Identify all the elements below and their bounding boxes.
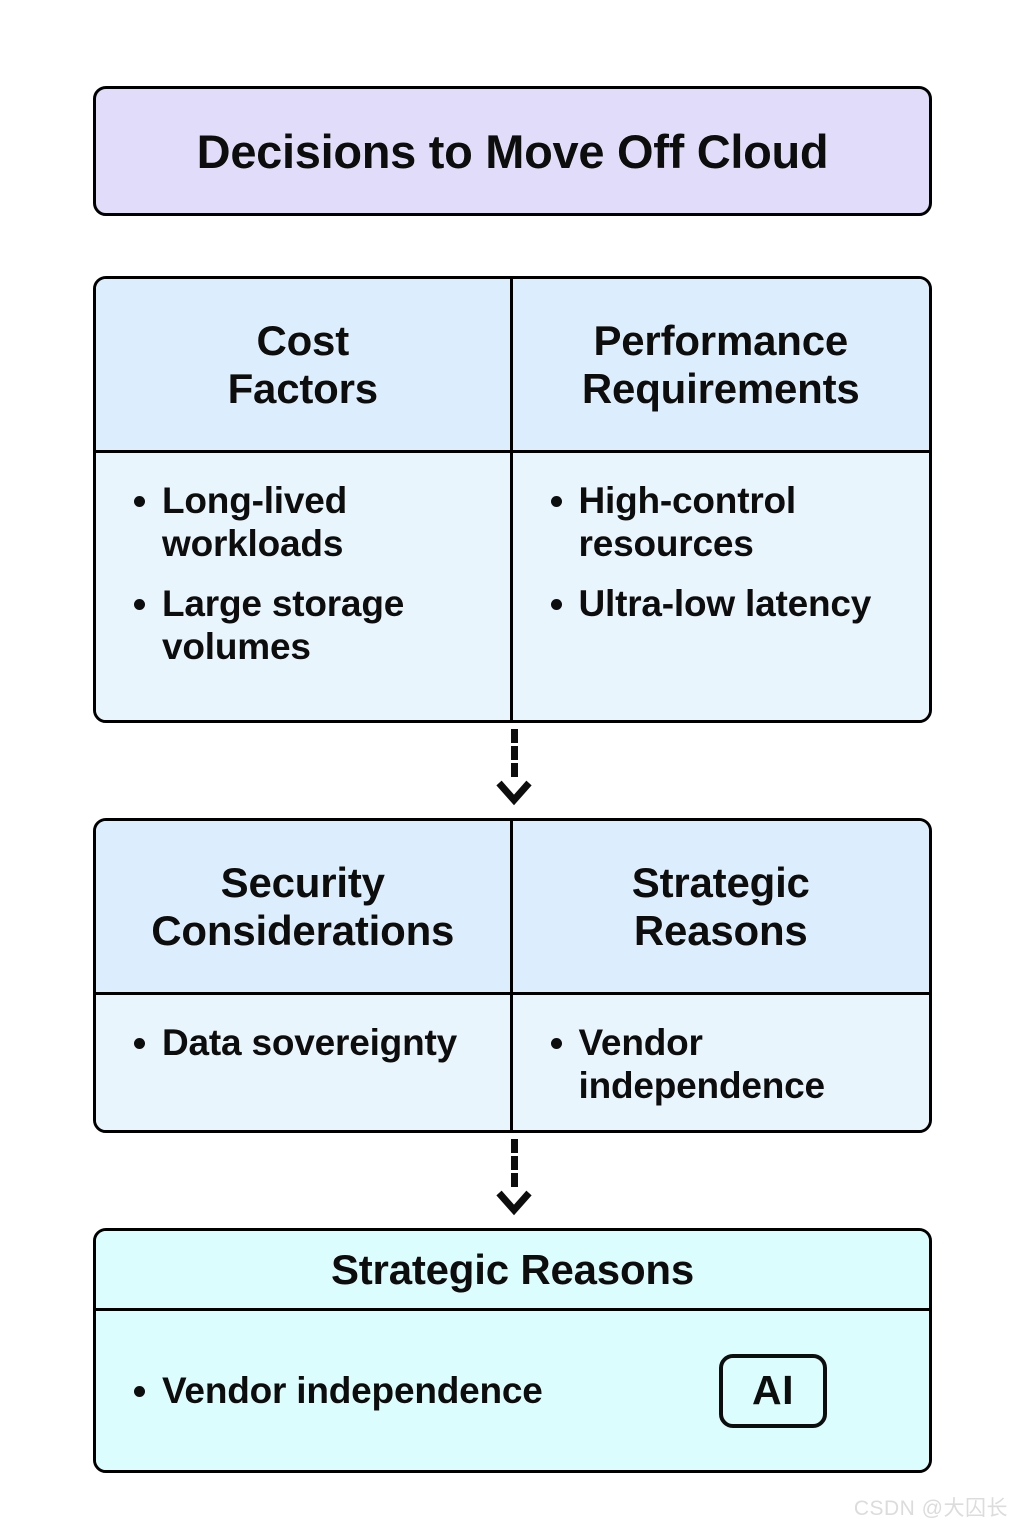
bullet-list: Long-lived workloads Large storage volum… <box>120 479 492 668</box>
group-card-2: Security Considerations Strategic Reason… <box>93 818 932 1133</box>
group-2-body-strategic-reasons: Vendor independence <box>512 995 929 1130</box>
group-1-body-cost-factors: Long-lived workloads Large storage volum… <box>96 453 513 720</box>
group-1-body-performance-requirements: High-control resources Ultra-low latency <box>512 453 929 720</box>
group-card-1: Cost Factors Performance Requirements Lo… <box>93 276 932 723</box>
header-line-2: Factors <box>227 364 379 412</box>
group-1-header-row: Cost Factors Performance Requirements <box>96 279 929 453</box>
group-2-header-strategic-reasons: Strategic Reasons <box>512 821 929 992</box>
dashed-down-arrow-icon <box>496 780 532 806</box>
final-card-body: Vendor independence AI <box>96 1311 929 1470</box>
bullet-list: Vendor independence <box>537 1021 912 1108</box>
header-line-2: Considerations <box>151 906 455 954</box>
connector-group2-to-final <box>494 1139 534 1223</box>
final-card-strategic-reasons: Strategic Reasons Vendor independence AI <box>93 1228 932 1473</box>
group-1-header-cost-factors: Cost Factors <box>96 279 513 450</box>
header-label: Strategic Reasons <box>632 859 810 953</box>
diagram-title-card: Decisions to Move Off Cloud <box>93 86 932 216</box>
ai-badge: AI <box>719 1353 827 1428</box>
header-line-2: Reasons <box>633 906 808 954</box>
list-item: Vendor independence <box>120 1369 543 1412</box>
watermark: CSDN @大囚长 <box>853 1497 1008 1520</box>
list-item: Ultra-low latency <box>537 582 912 625</box>
bullet-list: High-control resources Ultra-low latency <box>537 479 912 625</box>
header-line-1: Performance <box>593 317 849 365</box>
list-item: Large storage volumes <box>120 582 492 669</box>
header-line-2: Requirements <box>581 364 860 412</box>
list-item: Vendor independence <box>537 1021 912 1108</box>
group-2-body-row: Data sovereignty Vendor independence <box>96 995 929 1130</box>
header-line-1: Strategic <box>631 859 810 907</box>
dashed-down-arrow-icon <box>496 1190 532 1216</box>
list-item: High-control resources <box>537 479 912 566</box>
connector-group1-to-group2 <box>494 729 534 813</box>
header-line-1: Cost <box>256 317 349 365</box>
bullet-list: Vendor independence <box>120 1369 543 1412</box>
header-label: Performance Requirements <box>582 317 860 411</box>
header-label: Strategic Reasons <box>330 1245 695 1293</box>
list-item: Long-lived workloads <box>120 479 492 566</box>
header-line-1: Security <box>220 859 385 907</box>
group-2-header-row: Security Considerations Strategic Reason… <box>96 821 929 995</box>
dashed-line <box>510 729 518 777</box>
group-2-body-security-considerations: Data sovereignty <box>96 995 513 1130</box>
page-title: Decisions to Move Off Cloud <box>196 124 829 178</box>
group-1-header-performance-requirements: Performance Requirements <box>512 279 929 450</box>
bullet-list: Data sovereignty <box>120 1021 492 1064</box>
list-item: Data sovereignty <box>120 1021 492 1064</box>
dashed-line <box>510 1139 518 1187</box>
group-1-body-row: Long-lived workloads Large storage volum… <box>96 453 929 720</box>
group-2-header-security-considerations: Security Considerations <box>96 821 513 992</box>
ai-badge-label: AI <box>752 1367 794 1413</box>
final-card-header: Strategic Reasons <box>96 1231 929 1311</box>
header-label: Security Considerations <box>151 859 454 953</box>
header-label: Cost Factors <box>227 317 379 412</box>
